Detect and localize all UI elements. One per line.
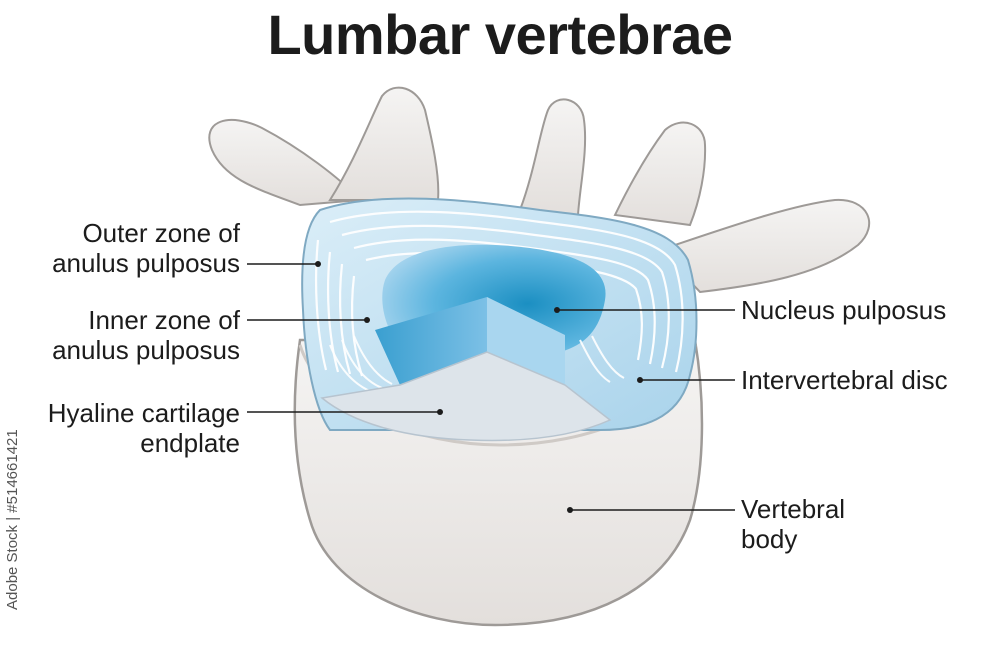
cut-face-right <box>487 297 565 385</box>
label-endplate-line2: endplate <box>140 428 240 458</box>
left-transverse-process <box>208 119 363 207</box>
label-inner-zone-line2: anulus pulposus <box>52 335 240 365</box>
label-body: Vertebral body <box>741 494 845 554</box>
page-title: Lumbar vertebrae <box>267 3 733 66</box>
label-endplate: Hyaline cartilage endplate <box>48 398 240 458</box>
leader-dots <box>315 261 643 513</box>
spinous-process <box>518 98 587 217</box>
cut-face-left <box>375 297 487 385</box>
label-inner-zone: Inner zone of anulus pulposus <box>52 305 240 365</box>
hyaline-cartilage-endplate <box>320 351 612 442</box>
stock-watermark: Adobe Stock | #514661421 <box>4 429 21 610</box>
leader-lines <box>247 263 735 511</box>
right-transverse-process <box>658 198 870 294</box>
right-articular-process <box>613 121 707 227</box>
label-nucleus: Nucleus pulposus <box>741 295 947 325</box>
label-outer-zone-line2: anulus pulposus <box>52 248 240 278</box>
label-body-line1: Vertebral <box>741 494 846 524</box>
label-disc: Intervertebral disc <box>741 365 948 395</box>
label-body-line2: body <box>741 524 798 554</box>
label-endplate-line1: Hyaline cartilage <box>47 398 240 428</box>
label-inner-zone-line1: Inner zone of <box>88 305 240 335</box>
label-outer-zone-line1: Outer zone of <box>82 218 240 248</box>
left-articular-process <box>328 86 440 201</box>
label-outer-zone: Outer zone of anulus pulposus <box>52 218 240 278</box>
